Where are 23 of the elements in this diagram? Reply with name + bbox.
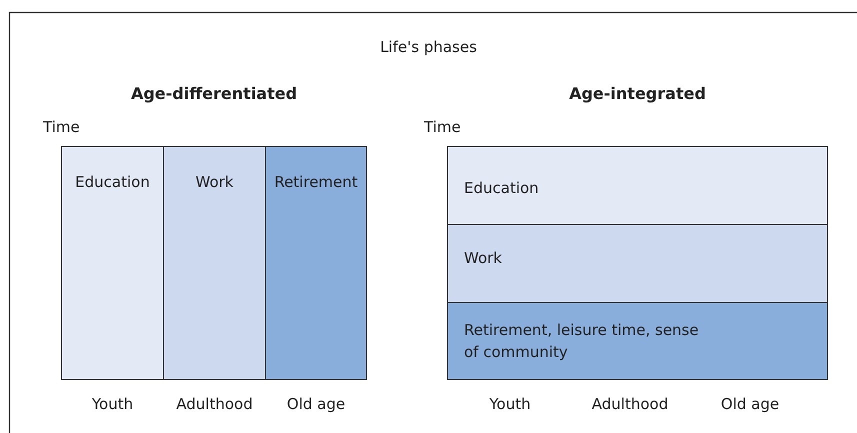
phase-box xyxy=(61,146,164,380)
diagram-title: Life's phases xyxy=(379,38,478,56)
phase-label: Work xyxy=(194,172,234,193)
axis-label: Youth xyxy=(90,395,134,413)
phase-box xyxy=(447,302,828,380)
phase-label: Education xyxy=(464,178,540,199)
axis-label: Time xyxy=(424,118,461,136)
panel-heading: Age-differentiated xyxy=(130,84,298,103)
axis-label: Adulthood xyxy=(590,395,670,413)
phase-label: Retirement xyxy=(273,172,359,193)
axis-label: Old age xyxy=(720,395,780,413)
phase-box xyxy=(265,146,367,380)
axis-label: Old age xyxy=(286,395,346,413)
phase-box xyxy=(447,146,828,225)
panel-heading: Age-integrated xyxy=(568,84,707,103)
phase-label: Education xyxy=(74,172,151,193)
phase-label: Retirement, leisure time, sense of community xyxy=(464,320,700,363)
axis-label: Time xyxy=(43,118,80,136)
axis-label: Adulthood xyxy=(175,395,254,413)
phase-label: Work xyxy=(464,248,503,269)
axis-label: Youth xyxy=(488,395,532,413)
phase-box xyxy=(163,146,266,380)
phase-box xyxy=(447,224,828,303)
